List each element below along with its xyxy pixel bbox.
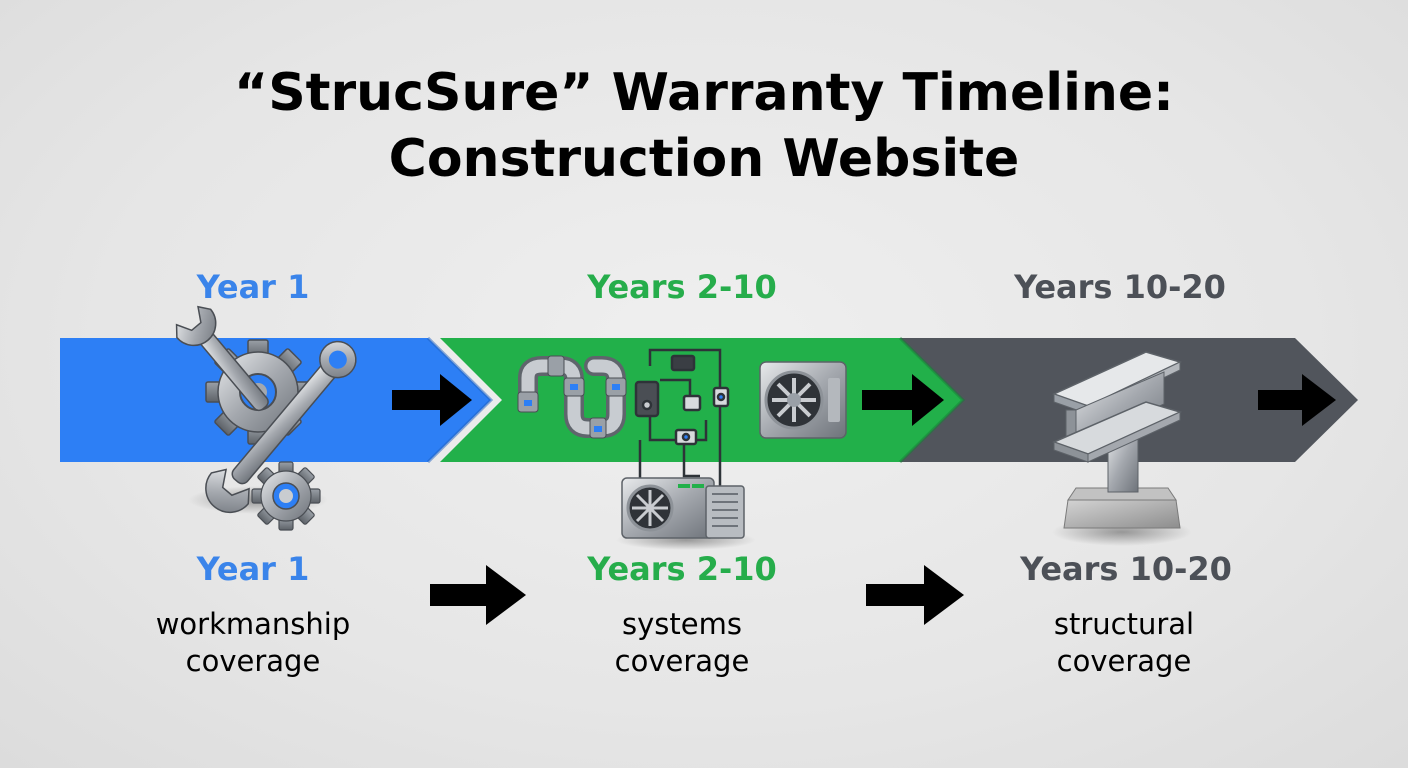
band-arrow-3 <box>1258 374 1336 426</box>
wrench-gear-icon <box>175 305 357 531</box>
ac-unit-icon <box>759 361 847 439</box>
timeline-arrow-2 <box>866 565 964 625</box>
band-arrow-2 <box>862 374 944 426</box>
phase-1-top-label: Year 1 <box>196 268 310 306</box>
pipes-icon <box>517 355 627 439</box>
timeline-arrow-1 <box>430 565 526 625</box>
page-subtitle: Construction Website <box>388 129 1020 189</box>
phase-2-label: Years 2-10 <box>587 550 777 588</box>
steel-beam-icon <box>1051 351 1192 546</box>
page-title: “StrucSure” Warranty Timeline: <box>234 63 1174 123</box>
phase-3-label: Years 10-20 <box>1020 550 1232 588</box>
band-arrow-1 <box>392 374 472 426</box>
phase-2-top-label: Years 2-10 <box>587 268 777 306</box>
phase-3-top-label: Years 10-20 <box>1014 268 1226 306</box>
hvac-unit-icon <box>616 477 756 550</box>
phase-1-label: Year 1 <box>196 550 310 588</box>
